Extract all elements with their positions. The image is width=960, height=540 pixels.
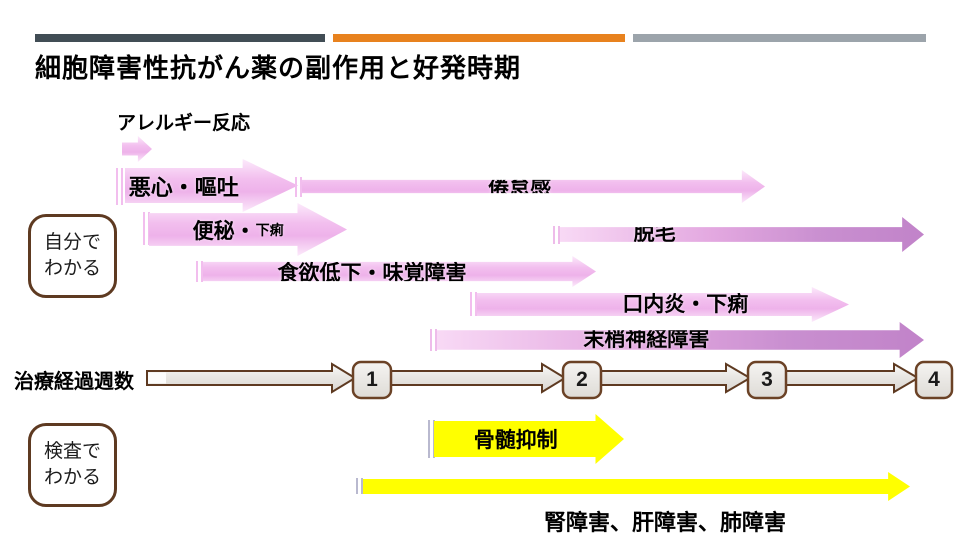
fade-stripes — [143, 212, 151, 245]
fade-stripes — [116, 168, 124, 205]
group-box-self-line1: 自分で — [43, 232, 101, 254]
header-bar-middle — [333, 34, 625, 42]
stomatitis-label: 口内炎・下痢 — [622, 292, 749, 316]
hair-loss-arrow: 脱毛 — [560, 217, 924, 252]
timeline-arrows-svg — [146, 360, 954, 400]
nausea-arrow: 悪心・嘔吐 — [125, 159, 298, 212]
fade-stripes — [430, 329, 438, 351]
group-box-self-line2: わかる — [43, 258, 101, 279]
fade-stripes — [196, 261, 204, 282]
stomatitis-arrow: 口内炎・下痢 — [477, 287, 849, 322]
group-box-test-line2: わかる — [43, 467, 101, 488]
bone-marrow-arrow: 骨髄抑制 — [434, 414, 624, 464]
fade-stripes — [553, 226, 561, 244]
organ-damage-arrow — [363, 472, 910, 501]
appetite-label: 食欲低下・味覚障害 — [277, 261, 467, 285]
neuropathy-arrow: 末梢神経障害 — [437, 322, 924, 358]
constipation-arrow: 便秘・下痢 — [149, 203, 347, 256]
week-marker-4: 4 — [928, 368, 940, 391]
group-box-self: 自分で わかる — [28, 214, 117, 298]
group-box-test: 検査で わかる — [28, 423, 117, 507]
constipation-label-sub: 下痢 — [255, 221, 284, 238]
bone-marrow-label: 骨髄抑制 — [473, 429, 558, 452]
fade-stripes — [428, 420, 436, 458]
header-bar-right — [633, 34, 926, 42]
nausea-label: 悪心・嘔吐 — [128, 174, 239, 200]
fade-stripes — [470, 292, 478, 316]
fatigue-label: 倦怠感 — [488, 176, 552, 200]
page-title: 細胞障害性抗がん薬の副作用と好発時期 — [35, 53, 522, 83]
timeline-label: 治療経過週数 — [14, 371, 134, 393]
header-bar-left — [35, 34, 325, 42]
allergy-arrow — [122, 136, 152, 162]
fatigue-arrow: 倦怠感 — [302, 170, 765, 203]
constipation-label-main: 便秘・ — [192, 219, 256, 243]
allergy-label: アレルギー反応 — [117, 113, 251, 134]
group-box-test-line1: 検査で — [43, 441, 101, 463]
week-marker-2: 2 — [576, 368, 588, 391]
neuropathy-label: 末梢神経障害 — [583, 327, 710, 351]
organ-damage-label: 腎障害、肝障害、肺障害 — [543, 510, 786, 535]
fade-stripes — [356, 478, 364, 494]
appetite-arrow: 食欲低下・味覚障害 — [203, 256, 596, 287]
fade-stripes — [295, 177, 303, 197]
constipation-label: 便秘・下痢 — [193, 213, 284, 246]
week-marker-1: 1 — [366, 368, 378, 391]
week-marker-3: 3 — [761, 368, 773, 391]
hair-loss-label: 脱毛 — [633, 221, 676, 245]
